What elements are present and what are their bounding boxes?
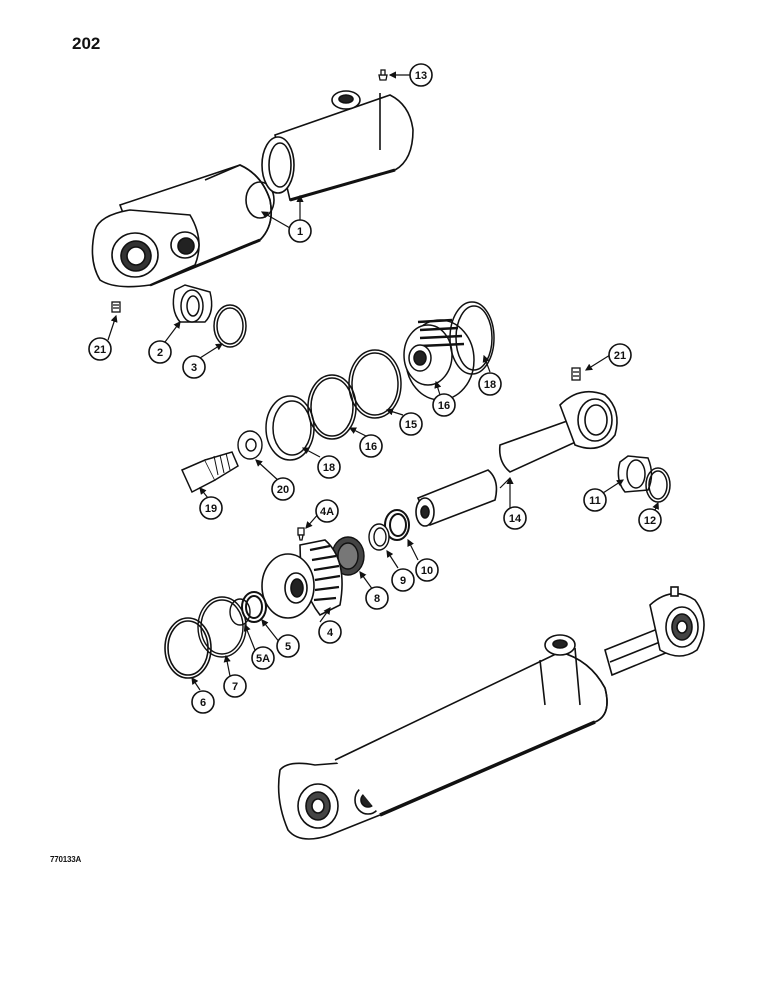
callout-4: 4: [318, 620, 342, 644]
callout-13: 11: [583, 488, 607, 512]
barrel-assembly: [91, 90, 414, 288]
svg-text:18: 18: [323, 462, 335, 474]
callout-16: 15: [399, 412, 423, 436]
svg-text:13: 13: [415, 70, 427, 82]
callout-8: 8: [365, 586, 389, 610]
drawing-code: 770133A: [50, 855, 82, 864]
callout-3: 3: [182, 355, 206, 379]
svg-text:2: 2: [157, 347, 163, 359]
wear-ring-18-lower: [265, 395, 315, 461]
callout-4A: 4A: [315, 499, 339, 523]
piston-15: [403, 318, 475, 401]
svg-text:10: 10: [421, 565, 433, 577]
svg-text:7: 7: [232, 681, 238, 693]
grease-fitting-21-top: [111, 301, 121, 313]
callout-21-right: 21: [608, 343, 632, 367]
bushing-13: [617, 455, 653, 493]
snap-ring-14: [645, 467, 671, 503]
svg-text:18: 18: [484, 379, 496, 391]
ring-9: [368, 523, 390, 551]
callout-6: 6: [191, 690, 215, 714]
callout-19: 19: [199, 496, 223, 520]
callout-5: 5: [276, 634, 300, 658]
bolt-19: [181, 451, 239, 494]
callout-7: 7: [223, 674, 247, 698]
svg-text:9: 9: [400, 575, 406, 587]
set-screw-11: [378, 69, 388, 81]
wiper-10: [384, 509, 410, 541]
page-number: 202: [72, 34, 101, 53]
callout-11: 13: [409, 63, 433, 87]
callout-1: 1: [288, 219, 312, 243]
svg-text:6: 6: [200, 697, 206, 709]
seal-5: [241, 591, 267, 623]
leader-lines: [107, 71, 659, 691]
callout-20: 20: [271, 477, 295, 501]
assembled-cylinder: [277, 586, 705, 840]
svg-text:4: 4: [327, 627, 334, 639]
svg-text:16: 16: [365, 441, 377, 453]
callout-10: 10: [415, 558, 439, 582]
svg-text:5: 5: [285, 641, 291, 653]
svg-text:3: 3: [191, 362, 197, 374]
callout-5A: 5A: [251, 646, 275, 670]
svg-text:19: 19: [205, 503, 217, 515]
callout-18-lower: 18: [317, 455, 341, 479]
rod-12: [415, 390, 618, 527]
svg-text:5A: 5A: [256, 653, 270, 665]
callout-17: 16: [359, 434, 383, 458]
svg-text:8: 8: [374, 593, 380, 605]
wear-ring-18-upper: [449, 301, 495, 375]
svg-text:21: 21: [614, 350, 626, 362]
grease-fitting-21-rod: [571, 367, 581, 381]
callout-14: 12: [638, 508, 662, 532]
svg-text:4A: 4A: [320, 506, 334, 518]
snap-ring-3: [213, 304, 247, 348]
svg-text:20: 20: [277, 484, 289, 496]
callout-12: 14: [503, 506, 527, 530]
backup-ring-17: [307, 374, 357, 440]
o-ring-16: [348, 349, 402, 419]
bushing-2: [172, 284, 213, 323]
svg-text:14: 14: [509, 513, 522, 525]
callout-9: 9: [391, 568, 415, 592]
screw-4A: [297, 527, 305, 541]
callout-2: 2: [148, 340, 172, 364]
svg-text:1: 1: [297, 226, 303, 238]
callout-15: 16: [432, 393, 456, 417]
svg-text:21: 21: [94, 344, 106, 356]
callout-21-left: 21: [88, 337, 112, 361]
svg-text:16: 16: [438, 400, 450, 412]
seal-5A: [229, 598, 251, 626]
svg-text:15: 15: [405, 419, 417, 431]
svg-text:11: 11: [589, 495, 601, 507]
o-ring-6: [164, 617, 212, 679]
callout-18-upper: 18: [478, 372, 502, 396]
washer-20: [237, 430, 263, 460]
gland-4: [261, 539, 343, 619]
svg-text:12: 12: [644, 515, 656, 527]
